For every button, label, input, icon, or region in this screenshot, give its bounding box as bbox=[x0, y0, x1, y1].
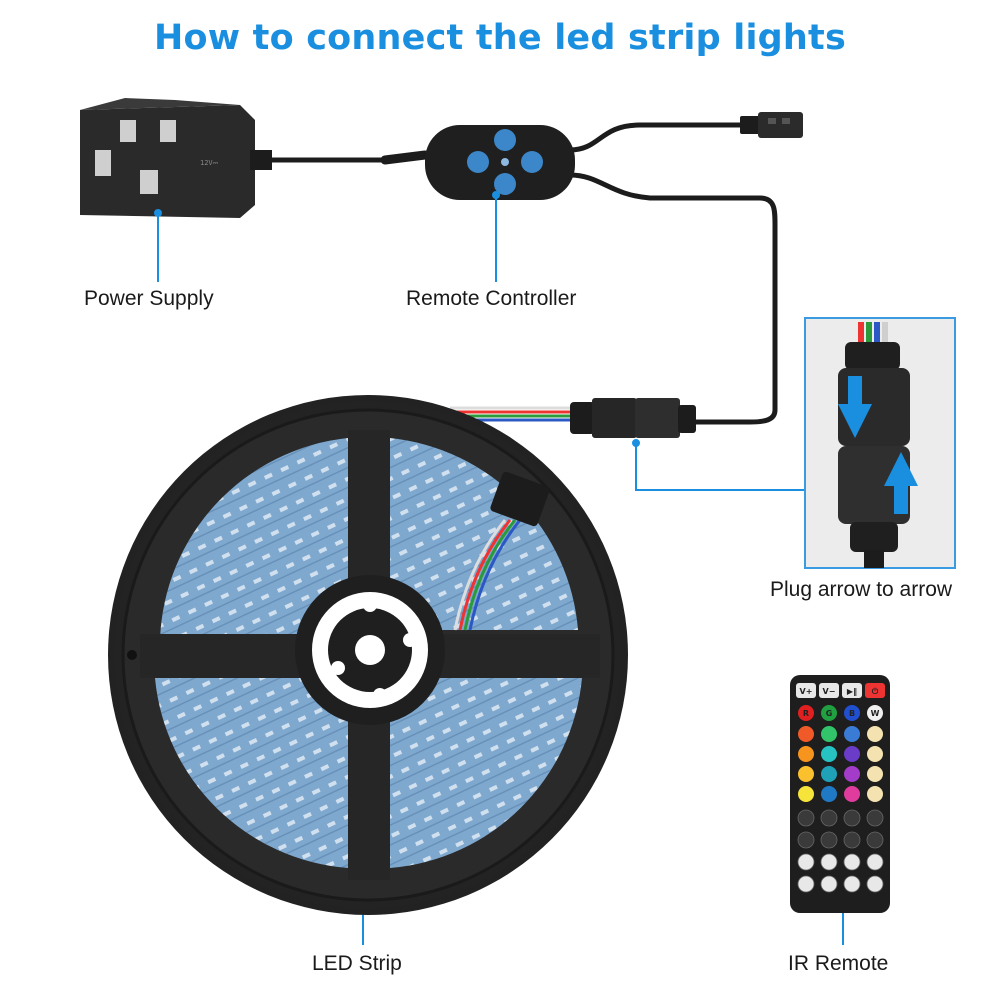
remote-color-button bbox=[798, 766, 814, 782]
remote-button-top-label: ⏻ bbox=[872, 687, 879, 696]
remote-color-button bbox=[798, 726, 814, 742]
remote-function-button bbox=[797, 853, 815, 871]
remote-color-button bbox=[821, 726, 837, 742]
strip-connector bbox=[450, 398, 696, 438]
page-title: How to connect the led strip lights bbox=[154, 18, 846, 58]
remote-color-button-label: G bbox=[826, 709, 833, 718]
remote-function-button bbox=[866, 809, 884, 827]
remote-color-button bbox=[844, 786, 860, 802]
remote-function-button bbox=[866, 875, 884, 893]
remote-function-button bbox=[797, 809, 815, 827]
remote-function-button bbox=[843, 809, 861, 827]
remote-button-top bbox=[842, 683, 862, 698]
remote-function-button bbox=[843, 853, 861, 871]
remote-function-button bbox=[866, 853, 884, 871]
remote-color-button bbox=[798, 786, 814, 802]
led-reel bbox=[108, 395, 628, 915]
remote-color-button bbox=[798, 705, 814, 721]
remote-color-button bbox=[821, 786, 837, 802]
aux-cable bbox=[567, 122, 748, 153]
remote-color-button bbox=[867, 786, 883, 802]
remote-color-button bbox=[821, 766, 837, 782]
remote-button-top bbox=[796, 683, 816, 698]
remote-color-button bbox=[867, 766, 883, 782]
remote-function-button bbox=[843, 831, 861, 849]
remote-function-button bbox=[843, 875, 861, 893]
label-ir-remote: IR Remote bbox=[788, 952, 889, 975]
remote-button-top bbox=[819, 683, 839, 698]
remote-function-button bbox=[820, 831, 838, 849]
connector-plug bbox=[740, 112, 803, 138]
remote-color-button bbox=[844, 705, 860, 721]
power-adapter: 12V⎓ bbox=[80, 98, 272, 218]
remote-button-top bbox=[865, 683, 885, 698]
remote-color-button bbox=[867, 746, 883, 762]
remote-button-top-label: ▶‖ bbox=[847, 687, 857, 696]
remote-color-button-label: B bbox=[849, 709, 855, 718]
remote-color-button bbox=[844, 746, 860, 762]
label-power-supply: Power Supply bbox=[84, 287, 214, 310]
svg-text:12V⎓: 12V⎓ bbox=[200, 159, 219, 167]
remote-color-button bbox=[798, 746, 814, 762]
arrow-up-icon bbox=[884, 452, 918, 514]
remote-function-button bbox=[820, 875, 838, 893]
remote-function-button bbox=[797, 831, 815, 849]
remote-function-button bbox=[797, 875, 815, 893]
remote-color-button bbox=[844, 766, 860, 782]
arrow-down-icon bbox=[838, 376, 872, 438]
plug-inset bbox=[804, 317, 956, 569]
strip-cable bbox=[567, 172, 778, 425]
remote-color-button bbox=[821, 746, 837, 762]
remote-color-button bbox=[867, 705, 883, 721]
label-plug-arrow: Plug arrow to arrow bbox=[770, 578, 953, 601]
controller bbox=[425, 125, 575, 200]
remote-function-button bbox=[820, 853, 838, 871]
label-remote-controller: Remote Controller bbox=[406, 287, 577, 310]
remote-function-button bbox=[866, 831, 884, 849]
remote-function-button bbox=[820, 809, 838, 827]
label-led-strip: LED Strip bbox=[312, 952, 402, 975]
remote-color-button bbox=[867, 726, 883, 742]
remote-button-top-label: V+ bbox=[800, 687, 813, 696]
ir-remote: V+ V− ▶‖ ⏻ R G B W bbox=[790, 675, 890, 913]
remote-color-button bbox=[844, 726, 860, 742]
remote-color-button bbox=[821, 705, 837, 721]
remote-color-button-label: W bbox=[871, 709, 880, 718]
remote-color-button-label: R bbox=[803, 709, 809, 718]
remote-button-top-label: V− bbox=[823, 687, 836, 696]
